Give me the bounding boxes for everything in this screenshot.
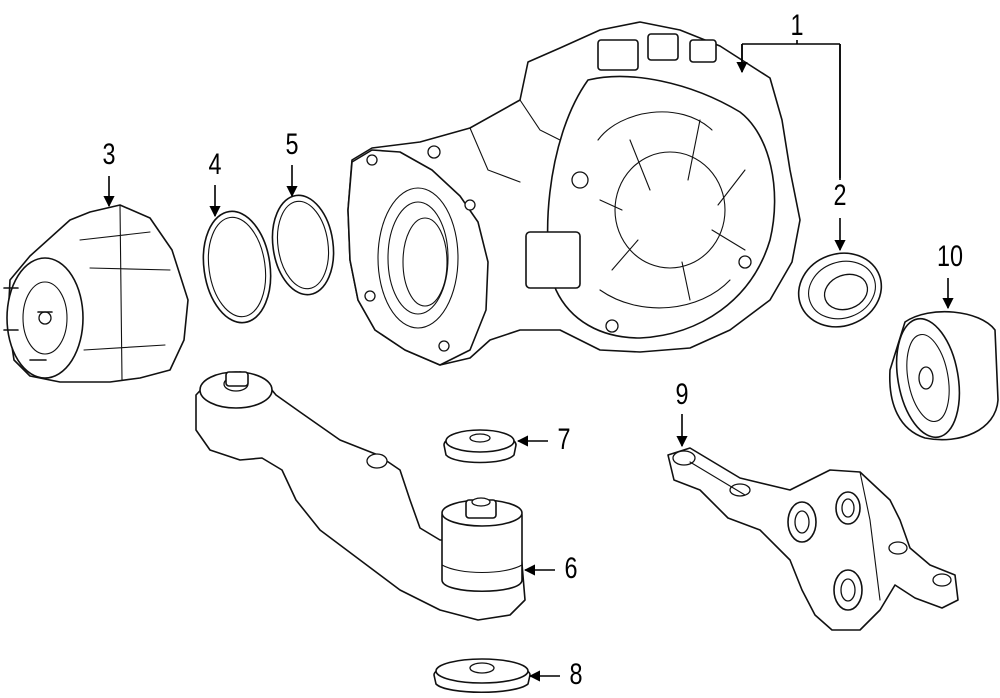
upper-cushion xyxy=(443,429,517,464)
callout-numbers: 1 2 3 4 5 6 7 8 9 10 xyxy=(102,8,963,690)
callout-10: 10 xyxy=(937,239,963,272)
callout-7: 7 xyxy=(557,422,570,455)
rear-cover-coupling xyxy=(3,204,189,383)
callout-6: 6 xyxy=(564,551,577,584)
gasket-ring xyxy=(202,210,272,324)
callout-1: 1 xyxy=(790,8,803,41)
callout-9: 9 xyxy=(675,377,688,410)
callout-4: 4 xyxy=(208,147,221,180)
leader-lines xyxy=(103,40,954,682)
callout-2: 2 xyxy=(833,178,846,211)
o-ring xyxy=(271,194,335,296)
differential-carrier-housing xyxy=(347,21,801,366)
lower-cushion xyxy=(433,658,531,693)
oil-seal xyxy=(797,252,883,328)
rear-bushing xyxy=(889,310,999,441)
callout-5: 5 xyxy=(285,127,298,160)
callout-8: 8 xyxy=(569,657,582,690)
rear-mount-bracket xyxy=(667,447,959,631)
callout-3: 3 xyxy=(102,137,115,170)
front-mount-bracket xyxy=(195,371,526,621)
